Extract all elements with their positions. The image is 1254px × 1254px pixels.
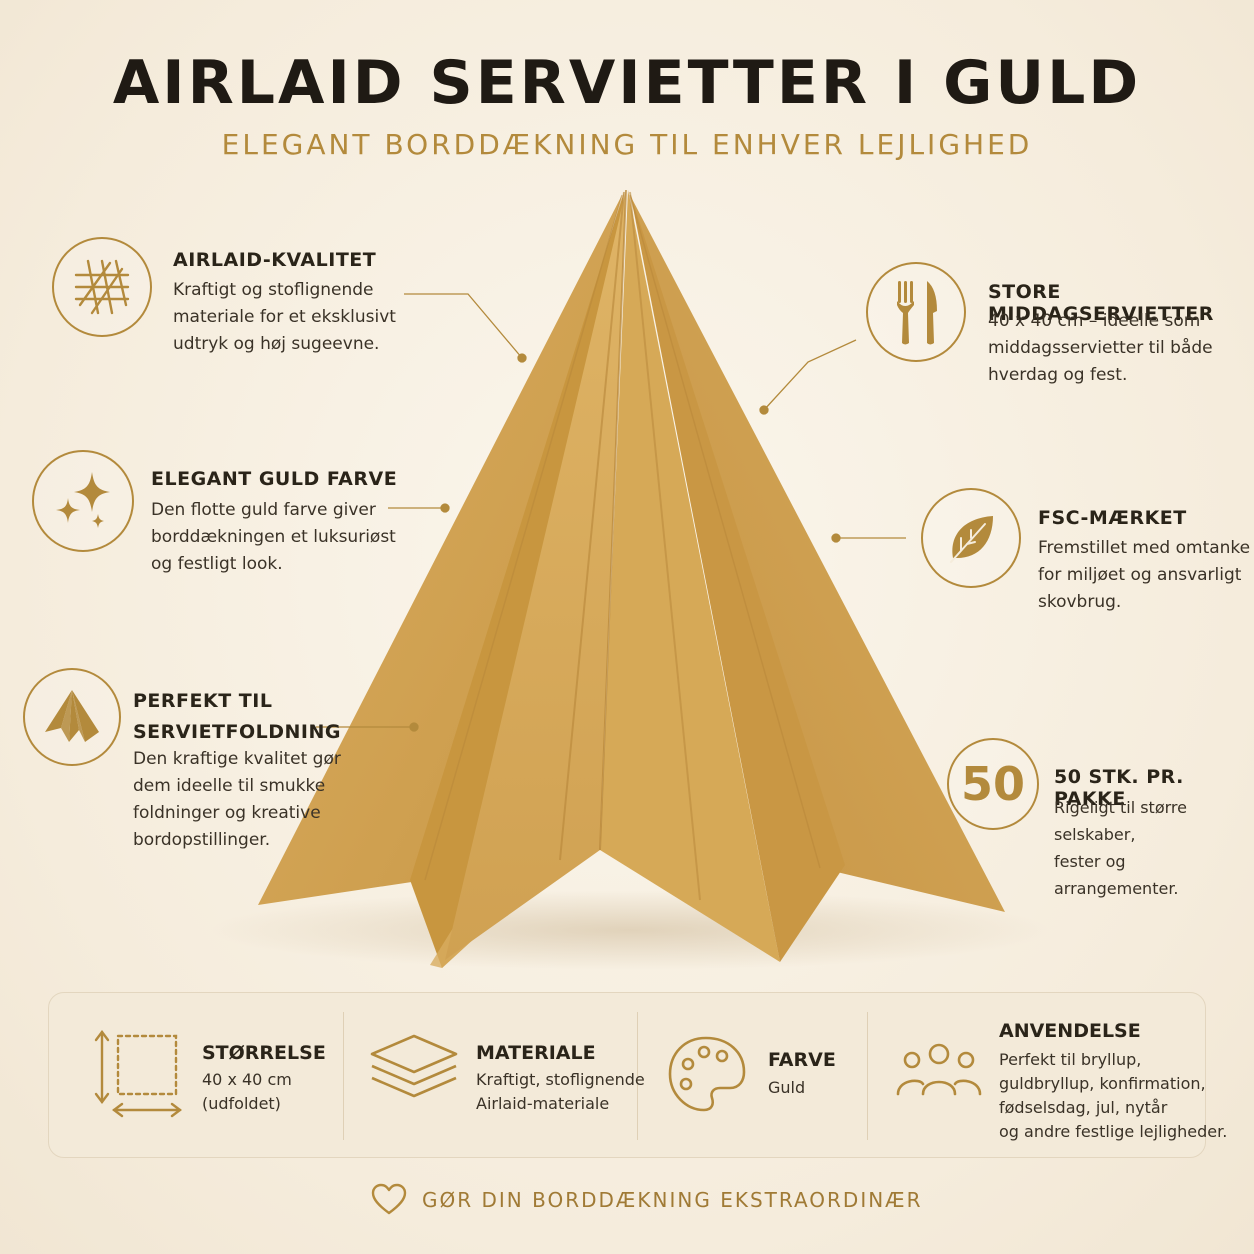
feature-title-quality: AIRLAID-KVALITET	[173, 249, 377, 271]
leaf-icon	[921, 488, 1021, 588]
folded-napkin-icon	[23, 668, 121, 766]
napkin-panel-center-right	[600, 190, 780, 962]
pack-count-badge: 50	[947, 738, 1039, 830]
palette-icon	[666, 1034, 748, 1118]
layers-icon	[366, 1032, 462, 1110]
feature-title-pack: 50 STK. PR. PAKKE	[1054, 766, 1184, 810]
spec-title-size: STØRRELSE	[202, 1042, 326, 1064]
spec-text-usage: Perfekt til bryllup, guldbryllup, konfir…	[999, 1050, 1228, 1141]
napkin-fold-left	[410, 192, 624, 968]
feature-text-pack: Rigeligt til større selskaber, fester og…	[1054, 798, 1187, 898]
sparkle-icon	[32, 450, 134, 552]
dimensions-icon	[92, 1028, 184, 1122]
feature-text-fsc: Fremstillet med omtanke for miljøet og a…	[1038, 538, 1251, 612]
feature-title-dinner: STORE MIDDAGSERVIETTER	[988, 281, 1214, 325]
spec-text-color: Guld	[768, 1078, 806, 1097]
page-subtitle: ELEGANT BORDDÆKNING TIL ENHVER LEJLIGHED	[221, 128, 1033, 161]
spec-text-material: Kraftigt, stoflignende Airlaid-materiale	[476, 1070, 645, 1113]
spec-title-material: MATERIALE	[476, 1042, 596, 1064]
spec-text-size: 40 x 40 cm (udfoldet)	[202, 1070, 292, 1113]
footer-tagline: GØR DIN BORDDÆKNING EKSTRAORDINÆR	[422, 1188, 923, 1212]
spec-panel	[48, 992, 1206, 1158]
heart-icon	[370, 1182, 408, 1220]
feature-title-folding: PERFEKT TIL SERVIETFOLDNING	[133, 690, 341, 743]
weave-icon	[52, 237, 152, 337]
spec-title-usage: ANVENDELSE	[999, 1020, 1141, 1042]
napkin-panel-center-left	[445, 190, 626, 960]
spec-divider	[343, 1012, 344, 1140]
feature-text-quality: Kraftigt og stoflignende materiale for e…	[173, 280, 396, 354]
spec-title-color: FARVE	[768, 1049, 836, 1071]
page-title: AIRLAID SERVIETTER I GULD	[112, 48, 1142, 118]
spec-divider	[637, 1012, 638, 1140]
fork-knife-icon	[866, 262, 966, 362]
napkin-shadow	[210, 890, 1050, 970]
feature-text-color: Den flotte guld farve giver borddækninge…	[151, 500, 396, 574]
connector-lines	[316, 293, 906, 732]
napkin-panel-outer-right	[630, 195, 1005, 912]
feature-text-folding: Den kraftige kvalitet gør dem ideelle ti…	[133, 749, 341, 850]
people-icon	[896, 1040, 982, 1102]
feature-title-fsc: FSC-MÆRKET	[1038, 507, 1187, 529]
pack-count-number: 50	[960, 757, 1025, 811]
feature-text-dinner: 40 x 40 cm – ideelle som middagsserviett…	[988, 311, 1213, 385]
feature-title-color: ELEGANT GULD FARVE	[151, 468, 398, 490]
spec-divider	[867, 1012, 868, 1140]
